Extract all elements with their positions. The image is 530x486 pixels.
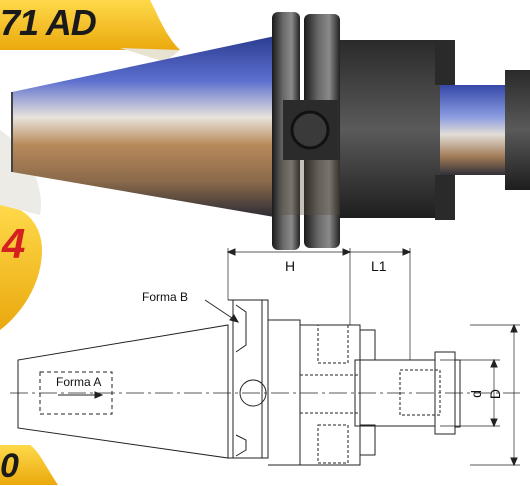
technical-drawing	[10, 248, 520, 467]
badge-top-left	[0, 0, 180, 62]
dimension-label-d-small: d	[467, 390, 484, 398]
dimension-label-l1: L1	[371, 258, 387, 274]
rendered-holder	[11, 12, 530, 250]
badge-bottom-left-text: 0	[0, 447, 19, 485]
badge-mid-left-text: 4	[2, 220, 26, 267]
badge-top-left-text: 71 AD	[0, 2, 97, 43]
badge-bottom-left	[0, 445, 58, 485]
drive-key-hole	[290, 110, 330, 150]
callout-forma-a: Forma A	[56, 375, 102, 389]
dimension-label-d-large: D	[487, 388, 504, 400]
callout-forma-b: Forma B	[142, 290, 189, 304]
dimension-label-h: H	[285, 258, 296, 274]
